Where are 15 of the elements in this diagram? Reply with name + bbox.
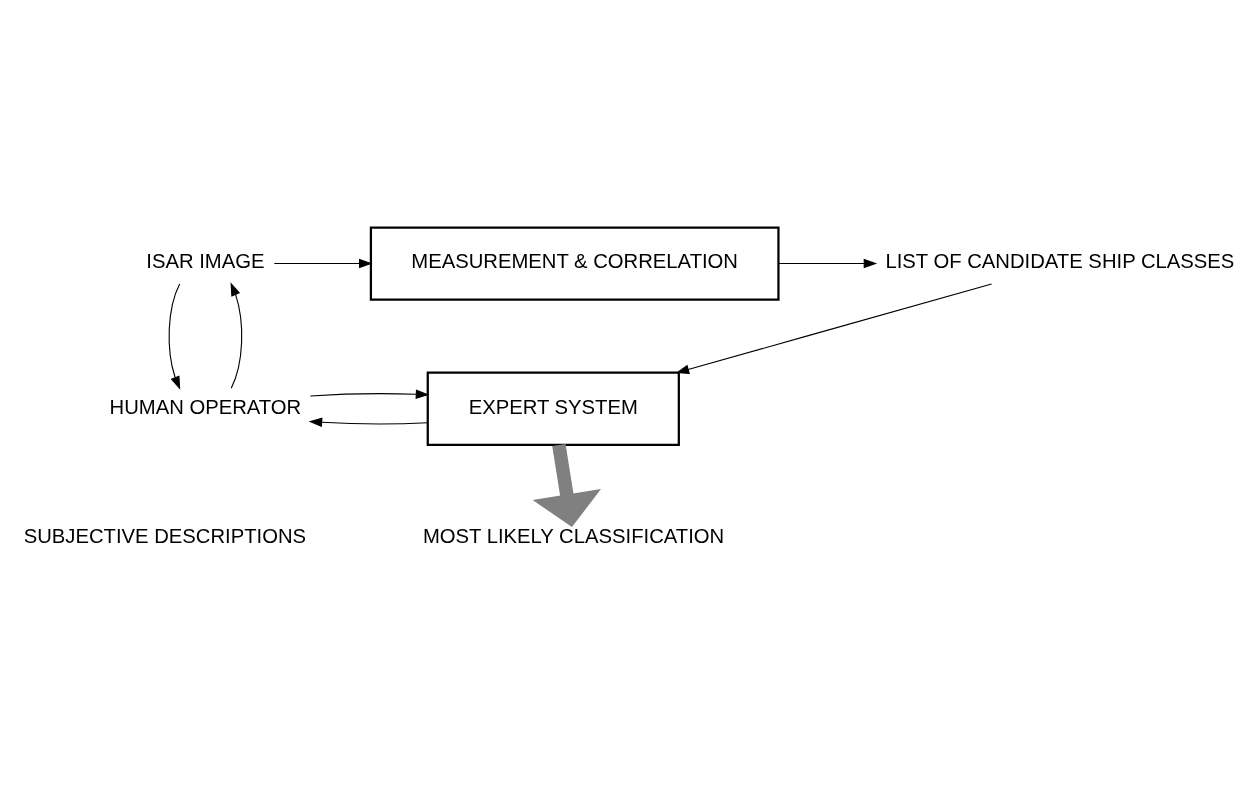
arrow xyxy=(532,443,601,528)
arrow xyxy=(273,258,373,269)
node-text: HUMAN OPERATOR xyxy=(109,395,302,418)
node-text: LIST OF CANDIDATE SHIP CLASSES xyxy=(885,250,1235,273)
node-box: MEASUREMENT & CORRELATION xyxy=(369,226,780,301)
label: SUBJECTIVE DESCRIPTIONS xyxy=(23,525,307,548)
arrow xyxy=(230,282,243,389)
node-text: MOST LIKELY CLASSIFICATION xyxy=(422,525,725,548)
arrow xyxy=(778,258,878,269)
arrow xyxy=(309,389,430,399)
node-box: EXPERT SYSTEM xyxy=(426,371,680,446)
node-text: ISAR IMAGE xyxy=(146,250,265,273)
arrow xyxy=(675,283,993,374)
arrow xyxy=(168,283,181,390)
arrow xyxy=(308,417,429,428)
